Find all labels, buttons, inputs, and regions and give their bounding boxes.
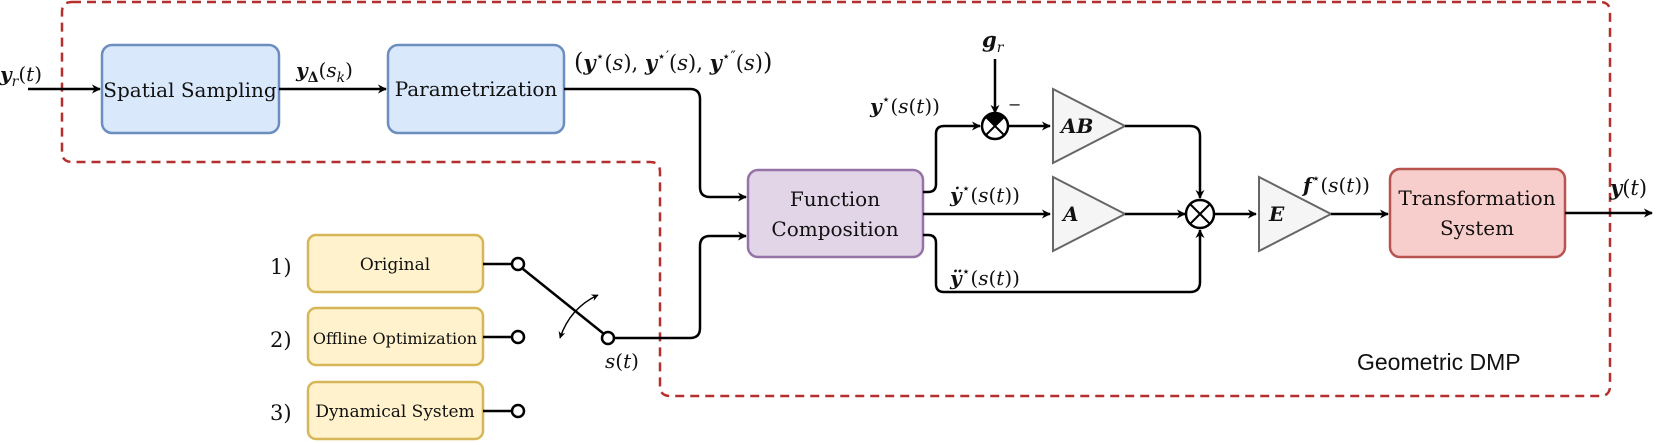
ab-to-product-arrow (1125, 124, 1205, 199)
phase-to-composition-arrow (614, 231, 747, 340)
a-gain-label: A (1061, 202, 1079, 226)
forcing-signal-label: f⋆(s(t)) (1301, 171, 1370, 197)
minus-sign: − (1008, 95, 1021, 114)
e-gain-label: E (1268, 202, 1285, 226)
switch-terminal-1 (510, 256, 526, 272)
option-1-number: 1) (270, 255, 292, 279)
ab-gain-triangle (1052, 87, 1128, 165)
switch-rotation-arrow (558, 294, 599, 339)
difference-junction-top-sector (986, 113, 1004, 126)
acceleration-arrow (923, 229, 1205, 294)
switch-arm (522, 268, 605, 335)
ab-gain-label: AB (1059, 114, 1093, 138)
e-gain-triangle (1258, 175, 1334, 253)
a-gain-triangle (1052, 175, 1128, 253)
velocity-signal-label: ẏ⋆(s(t)) (949, 181, 1020, 207)
phase-signal-label: s(t) (605, 349, 639, 373)
spatial-sampling-label: Spatial Sampling (103, 78, 277, 102)
transformation-system-label-1: Transformation (1398, 186, 1555, 210)
parametrized-signal-label: (y⋆(s), y⋆′(s), y⋆″(s)) (574, 48, 772, 76)
position-signal-label: y⋆(s(t)) (869, 92, 940, 118)
option-original-label: Original (360, 255, 430, 275)
transformation-system-label-2: System (1440, 216, 1514, 240)
option-2-number: 2) (270, 328, 292, 352)
geometric-dmp-region (60, 0, 1612, 398)
transformation-system-block (1388, 167, 1567, 259)
option-dynamical-label: Dynamical System (315, 402, 474, 422)
sampled-signal-label: yΔ(sk) (295, 58, 353, 86)
parametrization-label: Parametrization (395, 77, 558, 101)
goal-signal-label: gr (982, 27, 1005, 56)
param-to-composition-arrow (564, 87, 747, 202)
option-offline-label: Offline Optimization (313, 329, 477, 348)
function-composition-block (746, 168, 925, 259)
geometric-dmp-label: Geometric DMP (1357, 349, 1521, 375)
function-composition-label-1: Function (790, 187, 880, 211)
acceleration-signal-label: ÿ⋆(s(t)) (949, 264, 1020, 290)
position-to-junction-arrow (923, 121, 981, 194)
switch-pivot (600, 330, 616, 346)
switch-terminal-3 (510, 403, 526, 419)
switch-terminal-2 (510, 329, 526, 345)
input-signal-label: yr(t) (0, 62, 42, 90)
output-signal-label: y(t) (1609, 175, 1647, 200)
option-3-number: 3) (270, 401, 292, 425)
function-composition-label-2: Composition (771, 217, 898, 241)
sum-junction-cross-b (1189, 203, 1211, 225)
